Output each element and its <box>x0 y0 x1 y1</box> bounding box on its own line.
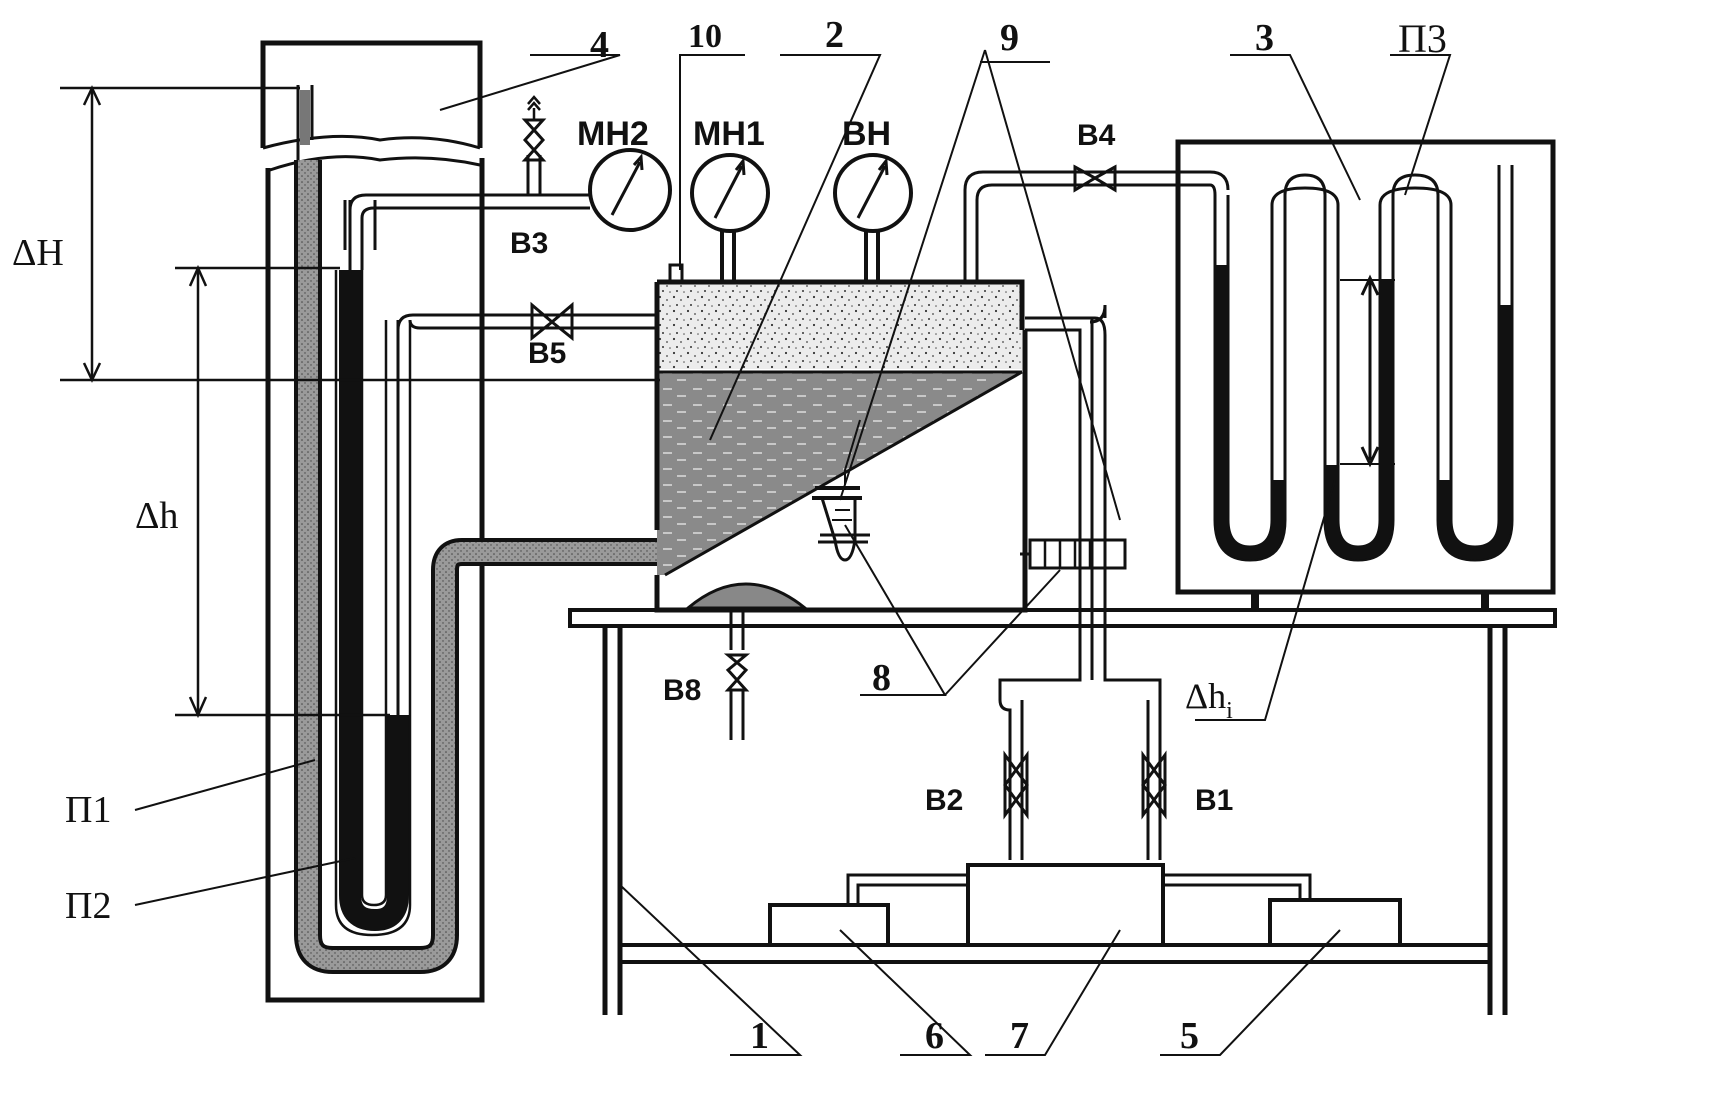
label-p3: П3 <box>1398 16 1447 61</box>
valve-b4[interactable] <box>1073 164 1117 193</box>
label-dh: Δh <box>135 495 178 537</box>
pump-lines <box>998 304 1167 860</box>
tube-p1-p2 <box>294 85 660 974</box>
label-p2: П2 <box>65 885 111 927</box>
line-b5 <box>396 301 660 342</box>
label-10: 10 <box>688 18 722 55</box>
unit-6 <box>768 903 890 947</box>
tank-2 <box>654 263 1028 613</box>
drain-b8 <box>723 612 751 740</box>
label-b2: В2 <box>925 784 963 817</box>
label-9: 9 <box>1000 17 1019 59</box>
valve-b5[interactable] <box>530 301 574 342</box>
label-dhi: Δhi <box>1185 676 1233 724</box>
valve-b2[interactable] <box>1003 750 1029 820</box>
label-5: 5 <box>1180 1015 1199 1057</box>
label-3: 3 <box>1255 17 1274 59</box>
line-b4 <box>963 164 1230 282</box>
line-mh2 <box>348 95 590 270</box>
label-2: 2 <box>825 14 844 56</box>
leader-lines <box>134 49 1452 1056</box>
valve-b1[interactable] <box>1141 750 1167 820</box>
label-b4: В4 <box>1077 119 1116 152</box>
pump-7 <box>966 863 1165 947</box>
labels: 4 10 2 9 3 П3 МН2 МН1 ВН В4 В3 В5 В8 В2 … <box>12 14 1447 1057</box>
label-1: 1 <box>750 1015 769 1057</box>
valve-b3[interactable] <box>521 118 547 162</box>
label-b5: В5 <box>528 337 566 370</box>
float-8 <box>812 419 870 562</box>
dimension-dh <box>175 264 390 719</box>
label-b3: В3 <box>510 227 548 260</box>
label-dH: ΔH <box>12 232 64 274</box>
label-p1: П1 <box>65 789 111 831</box>
label-b8: В8 <box>663 674 701 707</box>
label-mh2: МН2 <box>577 115 649 153</box>
dimension-dH <box>60 85 660 383</box>
sensor-8 <box>1020 538 1127 570</box>
label-vn: ВН <box>842 115 891 153</box>
table-1 <box>568 608 1557 1015</box>
valve-b8[interactable] <box>723 653 751 692</box>
label-8: 8 <box>872 657 891 699</box>
gauge-mh2 <box>588 148 672 232</box>
label-4: 4 <box>590 24 609 66</box>
gauge-mh1 <box>690 153 770 280</box>
label-6: 6 <box>925 1015 944 1057</box>
label-mh1: МН1 <box>693 115 765 153</box>
unit-5 <box>1268 898 1402 947</box>
label-7: 7 <box>1010 1015 1029 1057</box>
manometer-box-3 <box>1175 139 1556 610</box>
gauge-vn <box>833 153 913 280</box>
label-b1: В1 <box>1195 784 1233 817</box>
